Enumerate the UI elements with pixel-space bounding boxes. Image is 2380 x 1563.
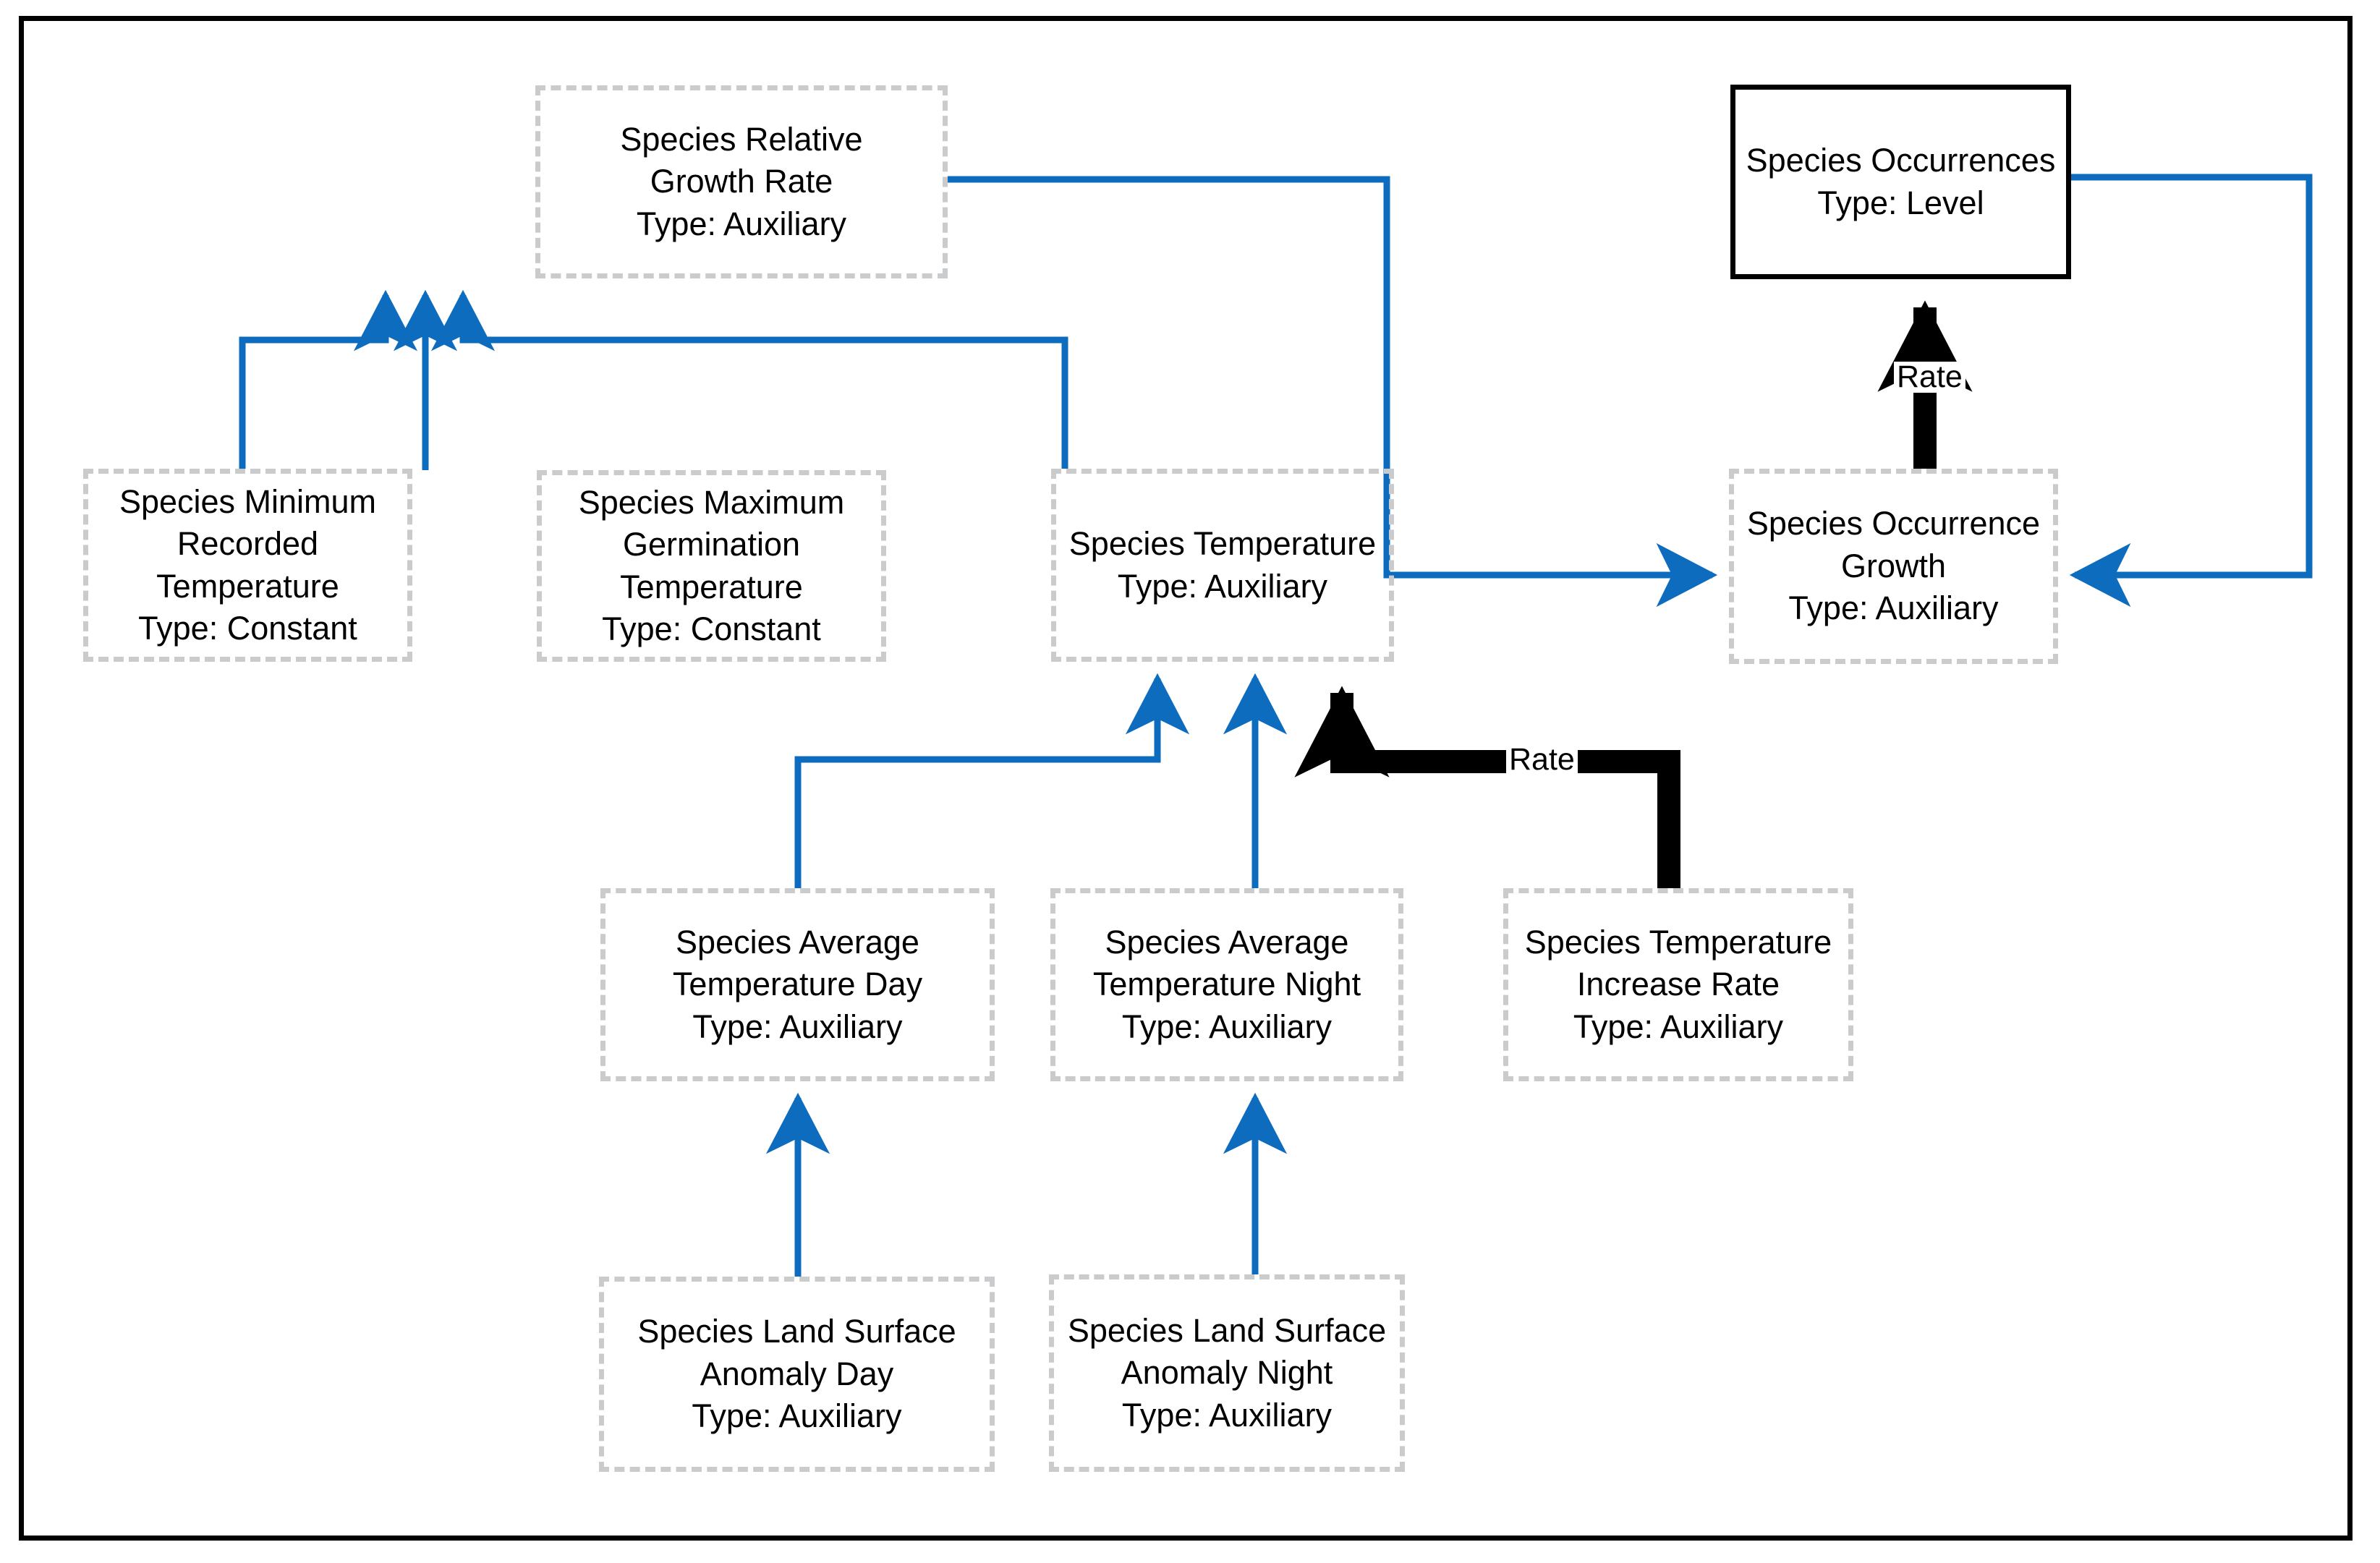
node-species-relative-growth-rate[interactable]: Species Relative Growth Rate Type: Auxil…	[535, 85, 948, 278]
node-species-occurrences[interactable]: Species Occurrences Type: Level	[1730, 85, 2071, 279]
edge-label-rate-temperature: Rate	[1506, 744, 1578, 775]
node-species-minimum-recorded-temperature[interactable]: Species Minimum Recorded Temperature Typ…	[83, 469, 412, 662]
node-species-occurrence-growth[interactable]: Species Occurrence Growth Type: Auxiliar…	[1729, 469, 2058, 664]
diagram-frame-border	[19, 16, 2353, 1541]
node-species-land-surface-anomaly-day[interactable]: Species Land Surface Anomaly Day Type: A…	[599, 1277, 995, 1472]
node-label: Species Average Temperature Day Type: Au…	[672, 923, 923, 1045]
edge-label-rate-occurrences: Rate	[1894, 362, 1965, 393]
node-label: Species Maximum Germination Temperature …	[578, 483, 845, 648]
node-species-temperature[interactable]: Species Temperature Type: Auxiliary	[1051, 469, 1394, 662]
node-species-temperature-increase-rate[interactable]: Species Temperature Increase Rate Type: …	[1503, 888, 1853, 1081]
node-label: Species Land Surface Anomaly Night Type:…	[1067, 1311, 1387, 1434]
node-label: Species Temperature Type: Auxiliary	[1068, 525, 1377, 605]
node-label: Species Relative Growth Rate Type: Auxil…	[620, 120, 863, 242]
node-species-maximum-germination-temperature[interactable]: Species Maximum Germination Temperature …	[537, 470, 886, 662]
node-label: Species Temperature Increase Rate Type: …	[1524, 923, 1832, 1045]
node-species-average-temperature-night[interactable]: Species Average Temperature Night Type: …	[1050, 888, 1403, 1081]
node-label: Species Occurrence Growth Type: Auxiliar…	[1746, 505, 2041, 627]
node-species-average-temperature-day[interactable]: Species Average Temperature Day Type: Au…	[600, 888, 995, 1081]
node-label: Species Land Surface Anomaly Day Type: A…	[637, 1313, 956, 1435]
node-species-land-surface-anomaly-night[interactable]: Species Land Surface Anomaly Night Type:…	[1049, 1274, 1405, 1472]
node-label: Species Average Temperature Night Type: …	[1092, 923, 1361, 1045]
node-label: Species Minimum Recorded Temperature Typ…	[119, 482, 377, 647]
node-label: Species Occurrences Type: Level	[1746, 142, 2056, 221]
